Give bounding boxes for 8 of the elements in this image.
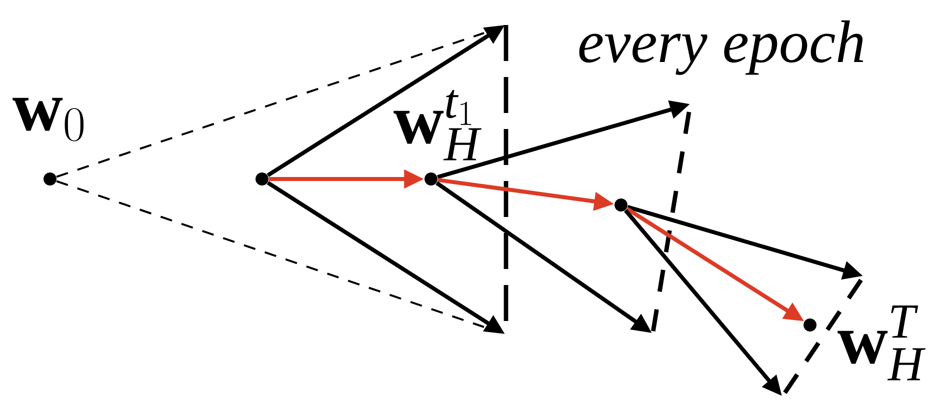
- dashed-line: [56, 32, 484, 178]
- point-dot: [256, 172, 268, 186]
- point-label: $\mathbf{w}_H^{t_1}$: [394, 90, 482, 160]
- point-label: $\mathbf{w}_0$: [12, 98, 84, 142]
- point-dot: [614, 198, 628, 212]
- point-label: $\mathbf{w}_H^T$: [838, 306, 926, 380]
- dashed-line: [56, 180, 484, 328]
- annotation-text: every epoch: [579, 20, 864, 75]
